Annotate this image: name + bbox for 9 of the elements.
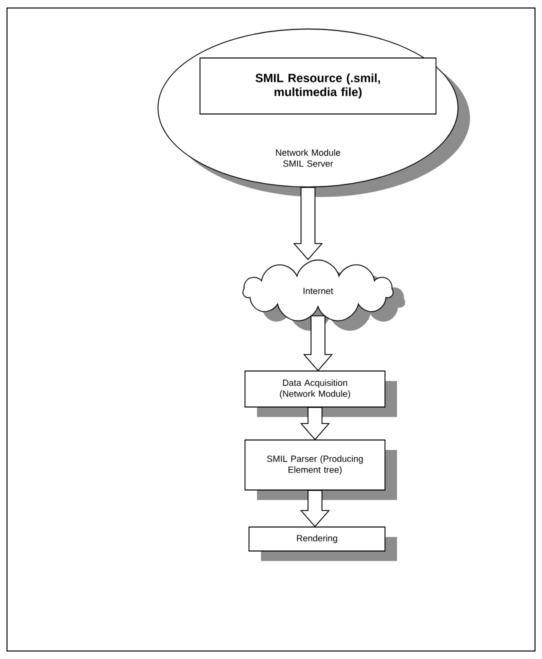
process-box: SMIL Parser (Producing Element tree) xyxy=(244,440,386,490)
process-box: SMIL Resource (.smil, multimedia file) xyxy=(200,58,436,114)
block-arrow xyxy=(303,315,333,372)
process-box: Rendering xyxy=(248,526,386,552)
block-arrow xyxy=(293,187,323,260)
process-box: Data Acquisition (Network Module) xyxy=(244,370,386,408)
block-arrow xyxy=(300,407,330,440)
cloud: Internet xyxy=(242,260,394,322)
block-arrow xyxy=(300,490,330,528)
